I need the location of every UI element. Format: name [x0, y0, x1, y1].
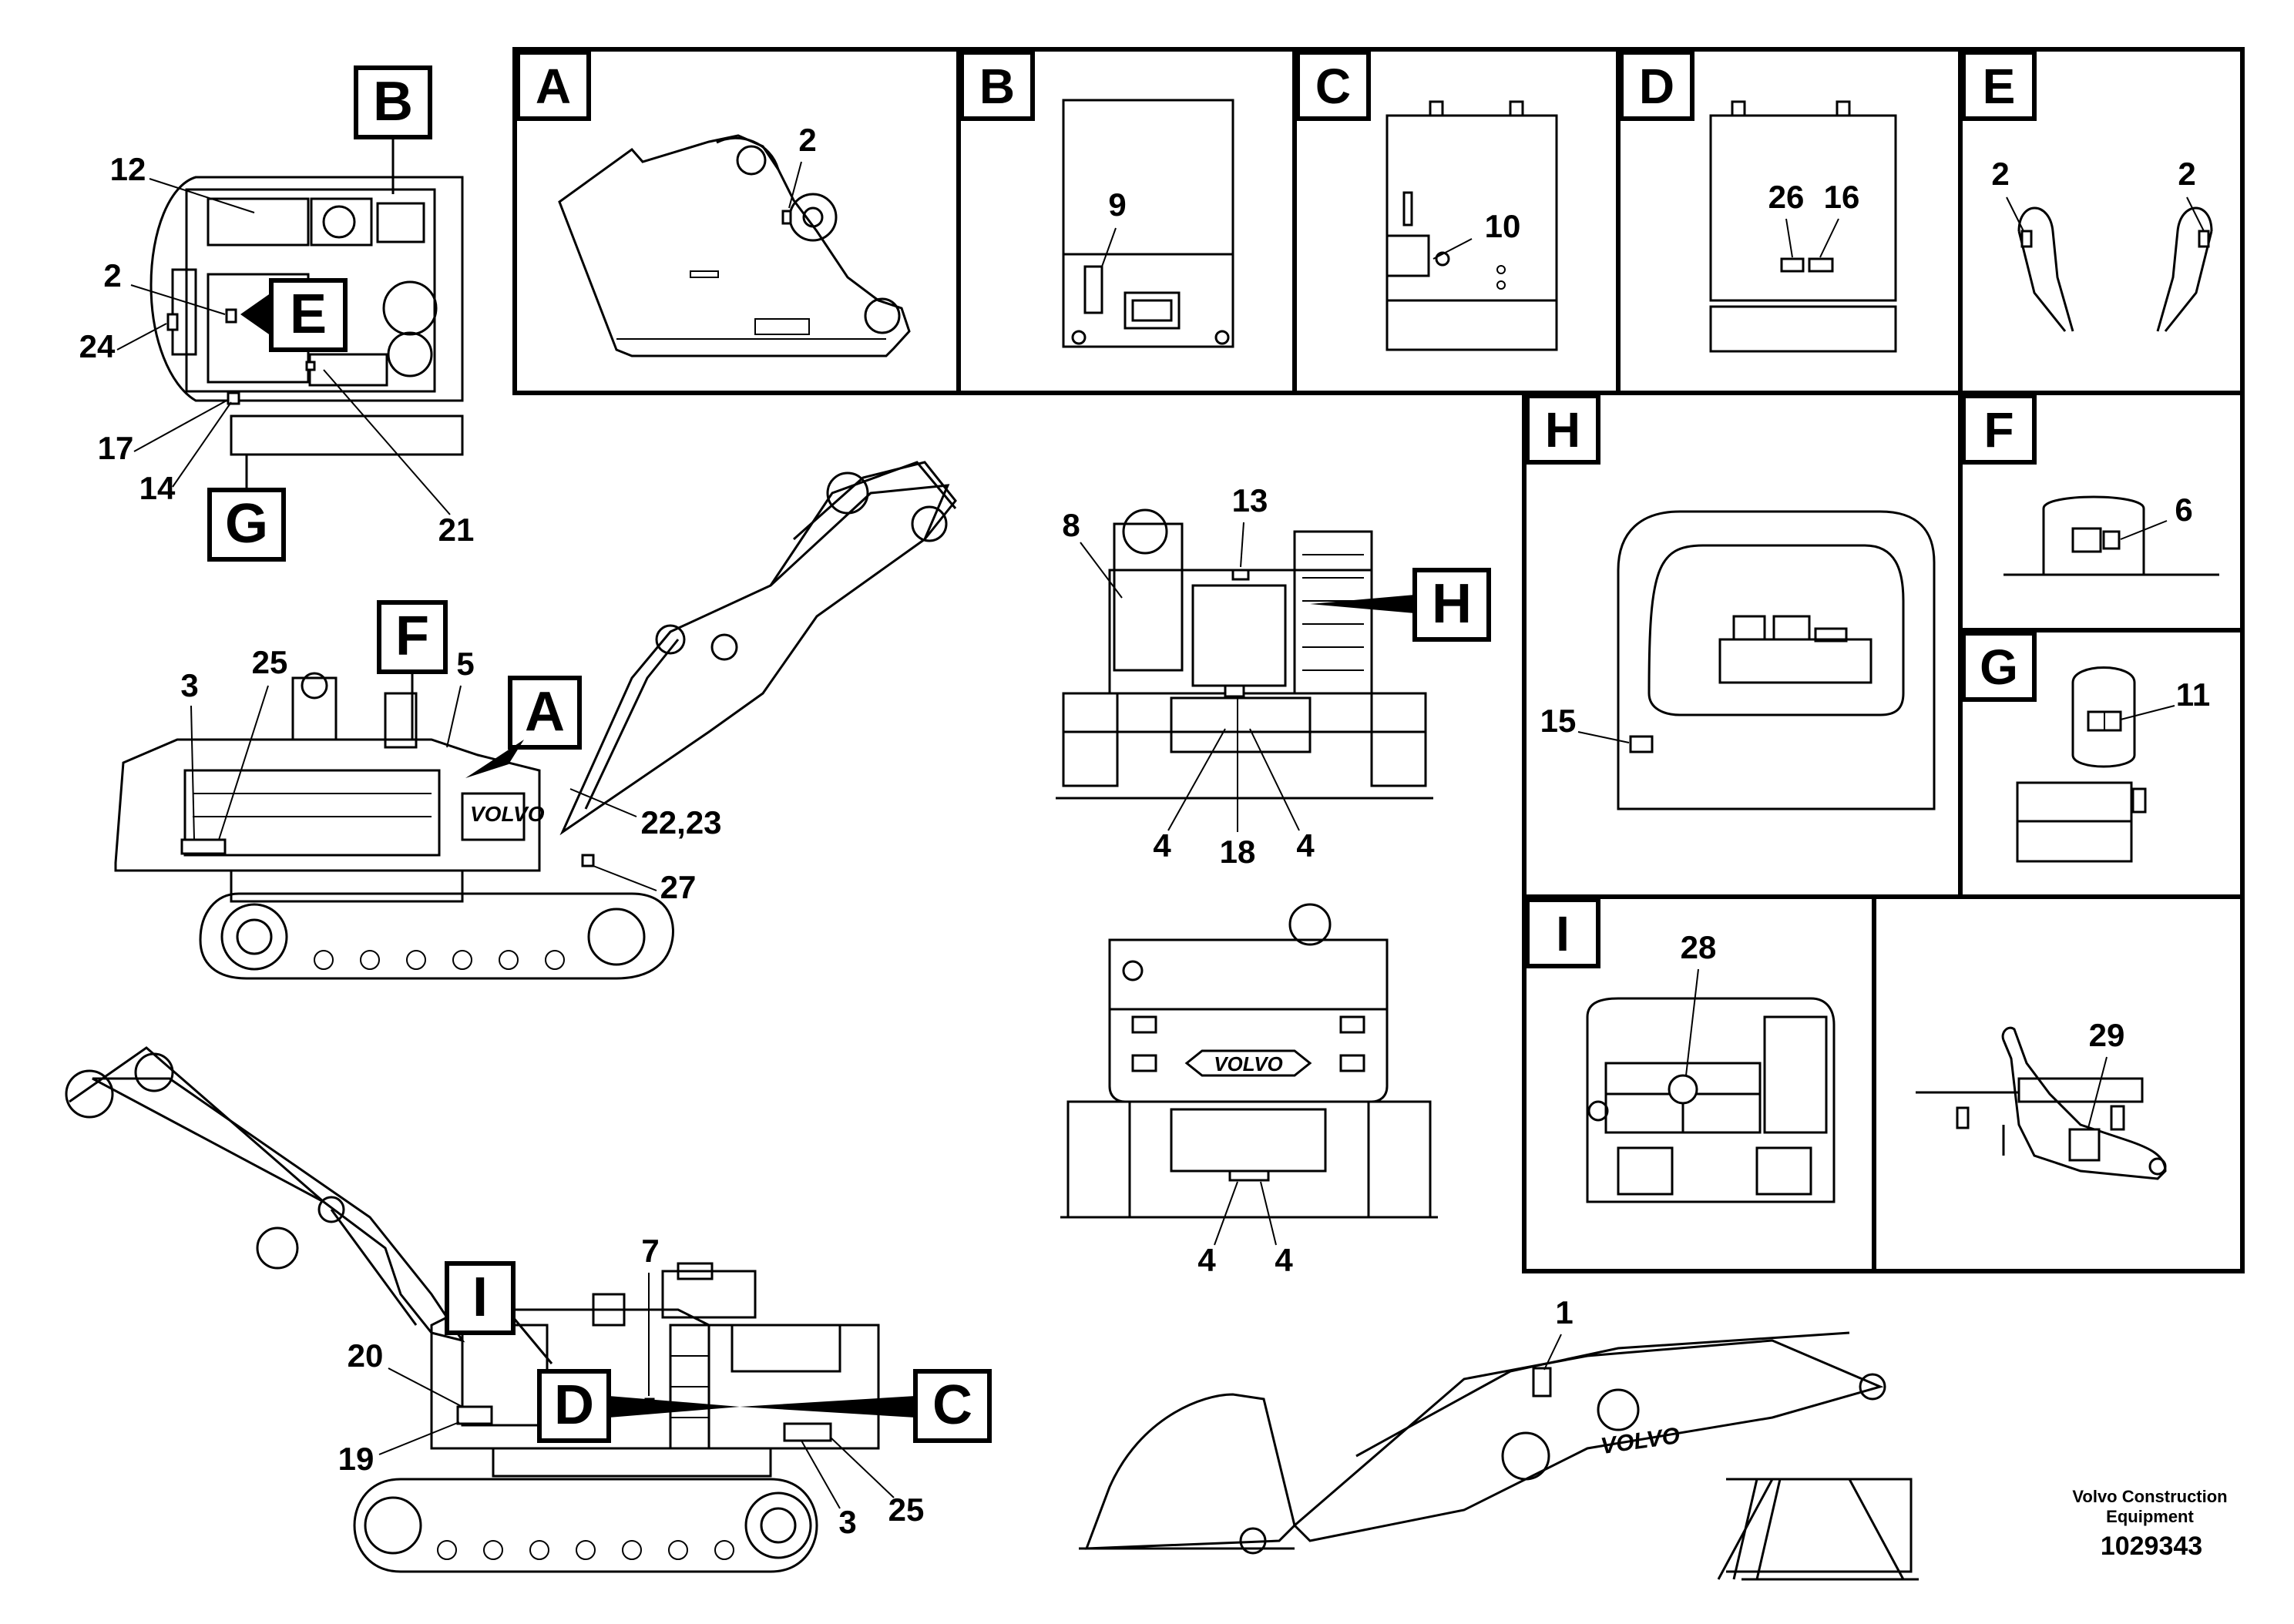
- panel-h-letter: H: [1545, 402, 1580, 458]
- panel-h-label: 15: [1540, 703, 1577, 739]
- side-view-right-letter-c: C: [932, 1374, 972, 1436]
- panel-g: G 11: [1961, 631, 2210, 863]
- side-view-right-label-7: 7: [641, 1233, 659, 1269]
- side-view-left-label-25: 25: [252, 644, 288, 680]
- detail-panel-grid: [512, 47, 2245, 1273]
- side-view-right-label-3: 3: [838, 1504, 856, 1540]
- panel-d-label-26: 26: [1768, 179, 1805, 215]
- panel-d-letter: D: [1639, 59, 1674, 114]
- side-view-left-brand: VOLVO: [470, 802, 545, 826]
- panel-b: B 9: [959, 50, 1234, 348]
- side-view-left: VOLVO F A 3 25 5 22,23 27: [114, 461, 957, 980]
- side-view-left-label-5: 5: [456, 646, 474, 682]
- top-view-label-24: 24: [79, 328, 116, 364]
- boom-view: VOLVO 1: [1079, 1294, 1919, 1581]
- panel-e-letter: E: [1983, 59, 2016, 114]
- side-view-left-letter-a: A: [525, 681, 565, 743]
- side-view-right-letter-i: I: [472, 1267, 488, 1328]
- footer-company-line1: Volvo Construction: [2072, 1487, 2227, 1506]
- front-view-label-18: 18: [1220, 834, 1256, 870]
- panel-joystick: 29: [1916, 1017, 2167, 1180]
- panel-f-label: 6: [2175, 492, 2192, 528]
- panel-f-letter: F: [1983, 402, 2014, 458]
- front-view-label-4-left: 4: [1153, 827, 1171, 864]
- radiator-fins: [1302, 554, 1364, 671]
- top-view-label-17: 17: [98, 430, 134, 466]
- panel-a: A 2: [516, 50, 911, 357]
- side-view-left-letter-f: F: [395, 606, 429, 667]
- rear-view-label-4-right: 4: [1275, 1242, 1293, 1278]
- side-view-right-letter-d: D: [554, 1374, 594, 1436]
- panel-i-label: 28: [1681, 929, 1717, 965]
- drawing-footer: Volvo Construction Equipment 1029343: [2072, 1487, 2227, 1561]
- front-view-label-4-right: 4: [1296, 827, 1315, 864]
- panel-c-letter: C: [1315, 59, 1351, 114]
- track-rollers-right: [437, 1540, 734, 1560]
- panel-i: I 28: [1525, 898, 1836, 1203]
- side-view-left-label-3: 3: [180, 667, 198, 703]
- panel-g-letter: G: [1980, 639, 2018, 695]
- panel-b-label: 9: [1108, 186, 1126, 223]
- rear-view-label-4-left: 4: [1197, 1242, 1216, 1278]
- panel-g-label: 11: [2176, 676, 2210, 713]
- footer-drawing-number: 1029343: [2101, 1532, 2202, 1561]
- top-view-letter-b: B: [373, 71, 413, 133]
- boom-view-label-1: 1: [1555, 1294, 1573, 1330]
- top-view-label-2: 2: [103, 257, 121, 294]
- panel-e-label-left: 2: [1991, 156, 2009, 192]
- top-view-label-14: 14: [139, 470, 176, 506]
- panel-b-letter: B: [979, 59, 1015, 114]
- front-view-letter-h: H: [1432, 573, 1472, 635]
- panel-joystick-label: 29: [2089, 1017, 2125, 1053]
- side-view-right: I D C 7 20 19 3 25: [65, 1046, 992, 1573]
- panel-c: C 10: [1295, 50, 1558, 351]
- front-view: H 8 13 4 18 4: [1056, 482, 1491, 870]
- rear-view: VOLVO 4 4: [1060, 903, 1438, 1278]
- track-rollers-left: [314, 950, 565, 970]
- side-view-right-label-25: 25: [888, 1491, 925, 1528]
- top-view-label-12: 12: [110, 151, 146, 187]
- panel-a-label: 2: [798, 122, 816, 158]
- panel-d-label-16: 16: [1824, 179, 1860, 215]
- panel-c-label: 10: [1485, 208, 1521, 244]
- panel-e: E 2 2: [1961, 50, 2213, 332]
- front-view-label-8: 8: [1062, 507, 1080, 543]
- rear-view-brand: VOLVO: [1214, 1052, 1283, 1075]
- top-view-letter-g: G: [225, 493, 268, 555]
- panel-i-letter: I: [1556, 906, 1570, 961]
- panel-d: D 26 16: [1619, 50, 1897, 353]
- top-view-label-21: 21: [438, 512, 475, 548]
- side-view-left-label-22-23: 22,23: [640, 804, 721, 841]
- front-view-label-13: 13: [1232, 482, 1268, 518]
- side-view-right-label-20: 20: [348, 1337, 384, 1374]
- panel-a-letter: A: [536, 59, 571, 114]
- panel-h: H 15: [1525, 394, 1936, 810]
- panel-f: F 6: [1961, 394, 2219, 576]
- panel-e-label-right: 2: [2178, 156, 2195, 192]
- side-view-right-label-19: 19: [338, 1441, 374, 1477]
- top-view-letter-e: E: [290, 284, 327, 345]
- footer-company-line2: Equipment: [2106, 1507, 2194, 1526]
- top-view: B E G 12 2 24 17 14 21: [79, 65, 475, 562]
- side-view-left-label-27: 27: [660, 869, 697, 905]
